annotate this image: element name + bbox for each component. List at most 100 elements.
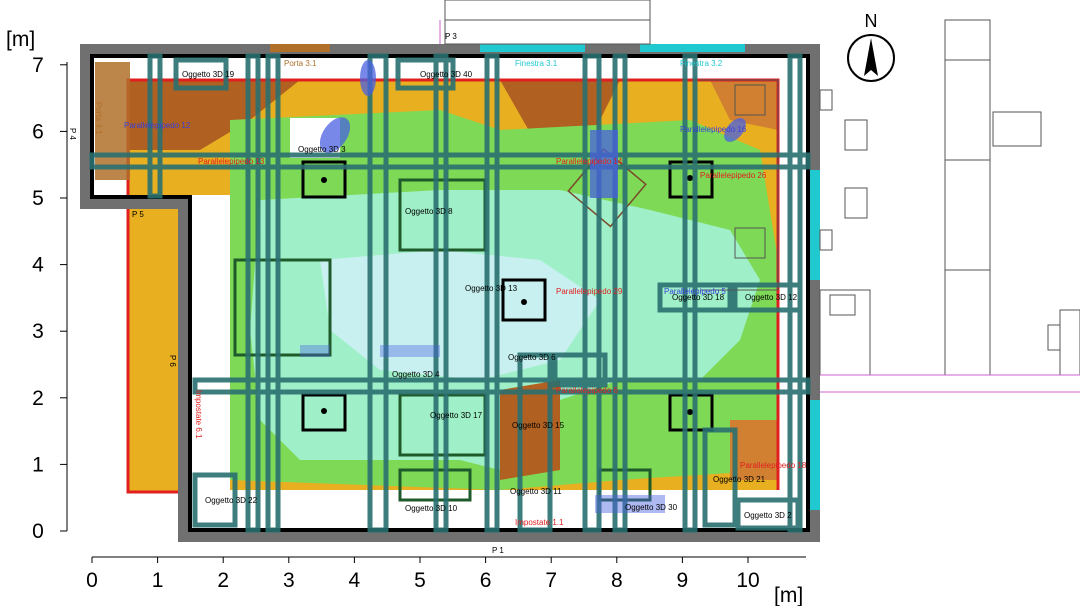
- opening-label-impostate-1-1: Impostate 1.1: [515, 518, 564, 527]
- opening-label-finestra-3-2: Finestra 3.2: [680, 59, 723, 68]
- x-tick-label: 0: [86, 569, 98, 592]
- blue-block-1: [590, 130, 618, 198]
- wall-label-p6: P 6: [168, 355, 177, 367]
- wall-north: [80, 44, 820, 56]
- x-tick-label: 9: [677, 569, 689, 592]
- row-v-3: [265, 53, 281, 533]
- door-porta-3-1: [270, 44, 330, 52]
- row-v-6: [484, 53, 500, 533]
- x-tick-label: 4: [349, 569, 361, 592]
- x-tick-label: 5: [414, 569, 426, 592]
- box-sw: [192, 472, 238, 528]
- pillar-4: [301, 393, 347, 432]
- box-se2: [735, 497, 801, 531]
- object-label-18: Oggetto 3D 18: [672, 293, 725, 302]
- x-axis: [m] 0 1 2 3 4 5 6 7 8 9 10: [86, 556, 806, 607]
- wall-p5: [80, 197, 190, 209]
- pillar-dots: [321, 175, 693, 415]
- x-ticks: 0 1 2 3 4 5 6 7 8 9 10: [86, 557, 760, 592]
- y-axis-unit: [m]: [6, 28, 35, 51]
- illuminance-contours: [126, 78, 780, 494]
- object-label-19: Oggetto 3D 19: [182, 70, 235, 79]
- window-finestra-3-2: [640, 44, 745, 52]
- par-label-5: Parallelepipedo 5: [664, 287, 726, 296]
- contour-lightcyan: [320, 250, 600, 380]
- room-outline: [90, 54, 810, 532]
- y-tick-label: 7: [32, 54, 44, 77]
- x-tick-label: 7: [545, 569, 557, 592]
- east-furniture: [439, 0, 1080, 393]
- row-h-1: [89, 152, 811, 170]
- opening-label-porta-3-1: Porta 3.1: [284, 59, 317, 68]
- box-nw: [173, 57, 229, 91]
- selected-objects: [300, 60, 746, 513]
- window-east-2: [810, 400, 820, 510]
- box-se: [702, 427, 738, 528]
- y-tick-label: 3: [32, 320, 44, 343]
- row-v-5: [433, 53, 449, 533]
- object-label-22: Oggetto 3D 22: [205, 496, 258, 505]
- contour-brown-s: [500, 380, 560, 480]
- x-tick-label: 10: [736, 569, 759, 592]
- y-tick-label: 4: [32, 254, 44, 277]
- opening-label-porta-4-1: Porta 4.1: [94, 102, 103, 135]
- pillars: [301, 160, 714, 432]
- par-label-13: Parallelepipedo 13: [198, 157, 265, 166]
- x-tick-label: 1: [152, 569, 164, 592]
- table-group-w: [233, 258, 332, 357]
- pillar-3: [501, 278, 547, 322]
- compass-label: N: [865, 11, 878, 31]
- object-label-30: Oggetto 3D 30: [625, 503, 678, 512]
- y-tick-label: 1: [32, 453, 44, 476]
- row-v-1: [147, 53, 163, 199]
- wall-label-p3: P 3: [445, 32, 457, 41]
- par-label-16: Parallelepipedo 16: [680, 125, 747, 134]
- object-label-10: Oggetto 3D 10: [405, 504, 458, 513]
- object-label-11: Oggetto 3D 11: [510, 487, 562, 496]
- par-label-29: Parallelepipedo 29: [556, 287, 623, 296]
- opening-label-finestra-3-1: Finestra 3.1: [515, 59, 558, 68]
- wall-p1: [178, 530, 820, 542]
- window-finestra-3-1: [480, 44, 585, 52]
- object-label-4: Oggetto 3D 4: [392, 370, 440, 379]
- corridor-white-west: [190, 195, 230, 525]
- row-v-4: [367, 53, 389, 533]
- object-label-6: Oggetto 3D 6: [508, 353, 556, 362]
- box-s-mid: [517, 352, 553, 533]
- box-s-mid2: [552, 352, 608, 388]
- pillar-2: [668, 160, 714, 199]
- wall-p6: [178, 197, 190, 542]
- y-tick-label: 0: [32, 520, 44, 543]
- box-n: [395, 57, 456, 91]
- row-v-9: [682, 53, 698, 533]
- luminaire-rows: [89, 53, 811, 533]
- object-label-8: Oggetto 3D 8: [405, 207, 453, 216]
- wall-label-p1: P 1: [492, 546, 504, 555]
- par-label-6: Parallelepipedo 6: [556, 386, 618, 395]
- wall-p4: [80, 44, 92, 209]
- plan-labels: P 1 P 3 P 4 P 5 P 6 Porta 3.1 Porta 4.1 …: [68, 32, 807, 555]
- window-east-1: [810, 170, 820, 280]
- compass[interactable]: N: [847, 11, 895, 82]
- box-e1: [657, 282, 733, 313]
- x-tick-label: 6: [480, 569, 492, 592]
- y-tick-label: 6: [32, 120, 44, 143]
- walls: [80, 44, 820, 542]
- x-tick-label: 8: [611, 569, 623, 592]
- x-tick-label: 3: [283, 569, 295, 592]
- contour-orange-ne: [710, 80, 778, 130]
- y-tick-label: 5: [32, 187, 44, 210]
- north-arrow-icon: [864, 38, 878, 76]
- par-label-18: Parallelepipedo 18: [740, 461, 807, 470]
- row-v-2: [245, 53, 261, 533]
- x-tick-label: 2: [217, 569, 229, 592]
- row-v-8: [612, 53, 628, 533]
- par-label-14: Parallelepipedo 14: [556, 157, 623, 166]
- object-label-40: Oggetto 3D 40: [420, 70, 473, 79]
- x-axis-unit: [m]: [774, 584, 803, 606]
- object-label-15: Oggetto 3D 15: [512, 421, 565, 430]
